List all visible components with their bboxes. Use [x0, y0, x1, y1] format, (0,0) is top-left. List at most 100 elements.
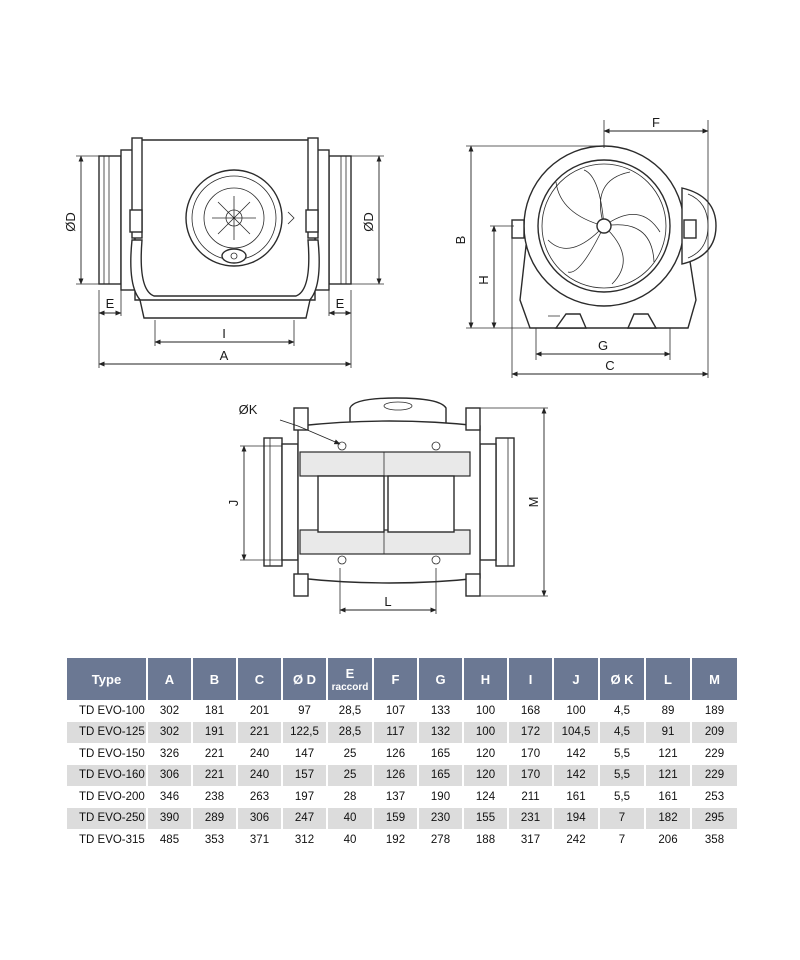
- value-cell: 124: [463, 786, 509, 808]
- technical-drawings: ØD ØD E E I A: [63, 115, 717, 614]
- value-cell: 358: [704, 833, 725, 846]
- value-cell: 191: [192, 721, 238, 743]
- value-cell: 5,5: [599, 764, 646, 786]
- value-cell: 97: [282, 700, 328, 722]
- column-header: M: [691, 658, 737, 700]
- column-header: F: [373, 658, 419, 700]
- value-cell: 390: [147, 807, 193, 829]
- value-cell: 209: [691, 721, 737, 743]
- dim-label-M: M: [526, 497, 541, 508]
- column-header-label: A: [164, 671, 175, 687]
- dim-label-K: ØK: [239, 402, 258, 417]
- value-cell: 122,5: [282, 721, 328, 743]
- column-header-label: I: [528, 671, 533, 687]
- value-cell: 40: [327, 829, 374, 851]
- column-header: Ø D: [282, 658, 328, 700]
- value-cell: 302: [147, 700, 193, 722]
- dim-label-E-right: E: [336, 296, 345, 311]
- value-cell: 170: [508, 743, 554, 765]
- value-cell: 289: [192, 807, 238, 829]
- value-cell: 168: [508, 700, 554, 722]
- column-header-label: H: [480, 671, 491, 687]
- value-cell: 326: [147, 743, 193, 765]
- column-header-label: E: [345, 665, 355, 681]
- column-header-label: G: [435, 671, 446, 687]
- value-cell: 201: [237, 700, 283, 722]
- value-cell: 253: [704, 790, 725, 803]
- value-cell: 182: [645, 807, 692, 829]
- column-header-label: B: [209, 671, 220, 687]
- dim-label-L: L: [384, 594, 391, 609]
- value-cell: 100: [553, 700, 600, 722]
- value-cell: 28,5: [327, 700, 374, 722]
- top-view-drawing: [240, 397, 548, 614]
- type-cell: TD EVO-150: [67, 743, 148, 765]
- value-cell: 7: [599, 829, 646, 851]
- value-cell: 5,5: [599, 743, 646, 765]
- value-cell: 133: [418, 700, 464, 722]
- value-cell: 132: [418, 721, 464, 743]
- value-cell: 231: [508, 807, 554, 829]
- value-cell: 40: [327, 807, 374, 829]
- value-cell: 295: [691, 807, 737, 829]
- dim-label-A: A: [220, 348, 229, 363]
- value-cell: 121: [645, 743, 692, 765]
- value-cell: 194: [553, 807, 600, 829]
- value-cell: 238: [192, 786, 238, 808]
- column-header-label: Ø D: [292, 671, 317, 687]
- value-cell: 240: [237, 743, 283, 765]
- value-cell: 100: [463, 721, 509, 743]
- value-cell: 306: [147, 764, 193, 786]
- column-header: J: [553, 658, 600, 700]
- value-cell: 221: [237, 721, 283, 743]
- value-cell: 353: [192, 829, 238, 851]
- value-cell: 155: [463, 807, 509, 829]
- column-header-label: Ø K: [610, 671, 634, 687]
- value-cell: 240: [237, 764, 283, 786]
- dim-label-H: H: [476, 275, 491, 284]
- value-cell: 278: [418, 829, 464, 851]
- type-cell: TD EVO-160: [67, 764, 148, 786]
- column-header: L: [645, 658, 692, 700]
- value-cell: 192: [373, 829, 419, 851]
- dim-label-I: I: [222, 326, 226, 341]
- type-cell: TD EVO-250: [67, 807, 148, 829]
- value-cell: 25: [327, 743, 374, 765]
- dim-label-C: C: [605, 358, 614, 373]
- value-cell: 157: [282, 764, 328, 786]
- value-cell: 28,5: [327, 721, 374, 743]
- value-cell: 190: [418, 786, 464, 808]
- value-cell: 147: [282, 743, 328, 765]
- value-cell: 165: [418, 764, 464, 786]
- type-cell: TD EVO-315: [67, 829, 148, 851]
- column-header-label: J: [572, 671, 580, 687]
- type-cell: TD EVO-100: [67, 700, 148, 722]
- value-cell: 302: [147, 721, 193, 743]
- dim-label-D-right: ØD: [361, 212, 376, 232]
- value-cell: 89: [645, 700, 692, 722]
- value-cell: 485: [147, 829, 193, 851]
- value-cell: 346: [147, 786, 193, 808]
- end-view-drawing: [466, 120, 717, 378]
- value-cell: 170: [508, 764, 554, 786]
- value-cell: 117: [373, 721, 419, 743]
- column-header-label: C: [254, 671, 265, 687]
- dim-label-B: B: [453, 236, 468, 245]
- value-cell: 142: [553, 743, 600, 765]
- column-header-sublabel: raccord: [331, 681, 369, 693]
- value-cell: 4,5: [599, 700, 646, 722]
- value-cell: 229: [691, 764, 737, 786]
- value-cell: 4,5: [599, 721, 646, 743]
- value-cell: 25: [327, 764, 374, 786]
- value-cell: 165: [418, 743, 464, 765]
- type-cell: TD EVO-200: [67, 786, 148, 808]
- dim-label-J: J: [226, 500, 241, 507]
- value-cell: 107: [373, 700, 419, 722]
